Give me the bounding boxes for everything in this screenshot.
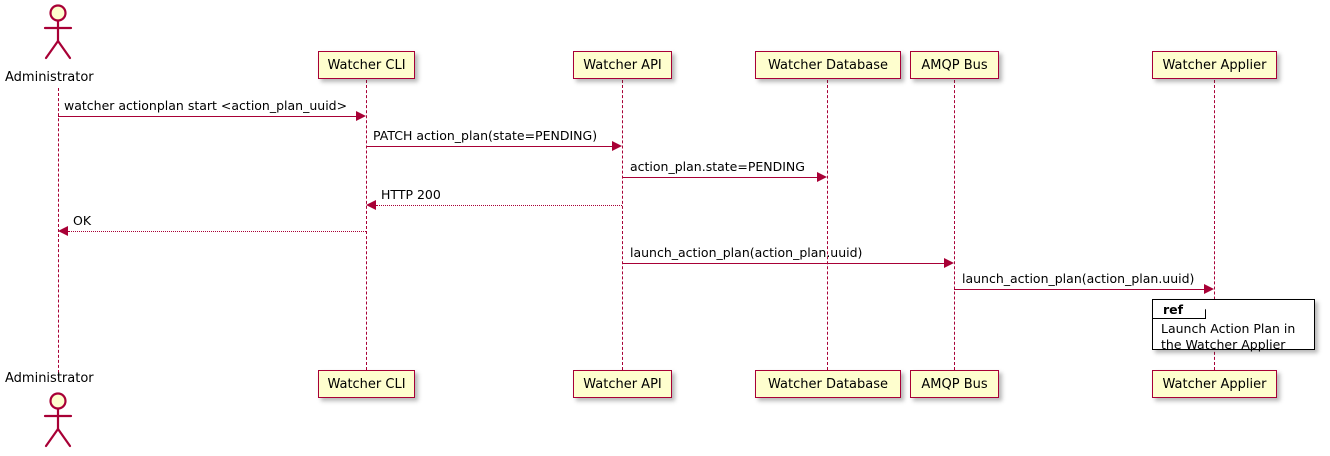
message-label-7: launch_action_plan(action_plan.uuid) [962, 271, 1195, 286]
message-arrowhead-2 [612, 141, 622, 151]
message-line-6 [622, 263, 946, 264]
participant-watcher-cli-bottom[interactable]: Watcher CLI [318, 370, 415, 398]
participant-watcher-api-top[interactable]: Watcher API [573, 51, 672, 79]
participant-watcher-applier-top[interactable]: Watcher Applier [1152, 51, 1277, 79]
message-line-3 [622, 177, 819, 178]
lifeline-watcher-api [622, 80, 623, 370]
message-label-5: OK [73, 213, 92, 228]
message-label-3: action_plan.state=PENDING [630, 159, 805, 174]
message-label-4: HTTP 200 [381, 187, 441, 202]
message-line-1 [58, 116, 358, 117]
message-line-4 [376, 205, 622, 206]
message-arrowhead-1 [356, 111, 366, 121]
ref-fragment-keyword: ref [1153, 300, 1206, 319]
message-label-1: watcher actionplan start <action_plan_uu… [64, 98, 348, 113]
message-line-7 [954, 289, 1206, 290]
participant-watcher-cli-top[interactable]: Watcher CLI [318, 51, 415, 79]
actor-label-administrator-top: Administrator [5, 70, 94, 85]
participant-amqp-bus-bottom[interactable]: AMQP Bus [910, 370, 999, 398]
ref-fragment-text: Launch Action Plan in the Watcher Applie… [1161, 321, 1296, 352]
message-label-6: launch_action_plan(action_plan.uuid) [630, 245, 863, 260]
participant-amqp-bus-top[interactable]: AMQP Bus [910, 51, 999, 79]
message-line-2 [366, 146, 614, 147]
participant-watcher-database-top[interactable]: Watcher Database [755, 51, 901, 79]
message-arrowhead-3 [817, 172, 827, 182]
message-arrowhead-6 [944, 258, 954, 268]
participant-watcher-api-bottom[interactable]: Watcher API [573, 370, 672, 398]
message-arrowhead-4 [366, 200, 376, 210]
actor-label-administrator-bottom: Administrator [5, 371, 94, 386]
actor-stick-figure-icon [43, 4, 73, 60]
lifeline-watcher-cli [366, 80, 367, 370]
lifeline-watcher-applier [1214, 80, 1215, 370]
message-arrowhead-5 [58, 226, 68, 236]
message-label-2: PATCH action_plan(state=PENDING) [373, 128, 598, 143]
actor-stick-figure-icon-bottom [43, 392, 73, 448]
ref-fragment[interactable]: ref Launch Action Plan in the Watcher Ap… [1152, 299, 1315, 352]
message-arrowhead-7 [1204, 284, 1214, 294]
message-line-5 [68, 231, 366, 232]
lifeline-amqp-bus [954, 80, 955, 370]
lifeline-watcher-database [827, 80, 828, 370]
participant-watcher-database-bottom[interactable]: Watcher Database [755, 370, 901, 398]
participant-watcher-applier-bottom[interactable]: Watcher Applier [1152, 370, 1277, 398]
